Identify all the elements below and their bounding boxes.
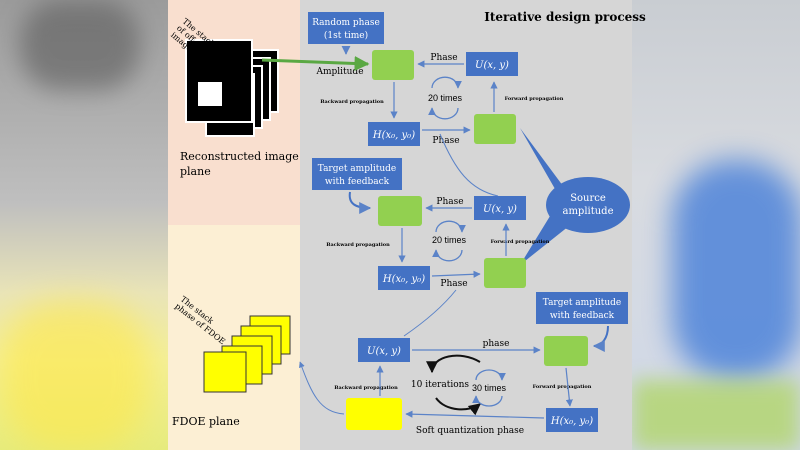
h-box-s3-label: H(x₀, y₀) [550, 416, 593, 427]
arrow [348, 191, 372, 214]
arrow [405, 410, 545, 419]
h-box-s2-label: H(x₀, y₀) [382, 274, 425, 285]
background-blob [20, 0, 140, 90]
backward-label-s1: Backward propagation [320, 99, 384, 105]
connector [403, 289, 457, 337]
background-left [0, 0, 168, 450]
u-box-s1-label: U(x, y) [475, 60, 509, 71]
target-label-s2-2: with feedback [325, 177, 390, 187]
target-amplitude-box-s2 [312, 158, 402, 190]
soft-quantization-label: Soft quantization phase [416, 426, 524, 436]
amplitude-label: Amplitude [315, 67, 363, 77]
outer-cycle-arrow [426, 354, 481, 374]
source-amplitude-ellipse [546, 177, 630, 233]
target-label-s3-2: with feedback [550, 311, 615, 321]
arrow [431, 270, 481, 278]
phase-label-s2-top: Phase [436, 197, 463, 207]
background-right [632, 0, 800, 450]
target-amplitude-box-s3 [536, 292, 628, 324]
stack-fdoe-label: The stack phase of FDOE [173, 294, 232, 346]
target-label-s3: Target amplitude [543, 298, 621, 308]
green-box-s1-top [372, 50, 414, 80]
u-box-s1 [466, 52, 518, 76]
forward-label-s3: Forward propagation [533, 384, 592, 390]
connector [439, 133, 499, 197]
h-box-s1 [368, 122, 420, 146]
soft-quantization-box [346, 398, 402, 430]
u-box-s3-label: U(x, y) [367, 346, 401, 357]
source-label: Source [570, 193, 606, 204]
iterations-outer: 10 iterations [411, 380, 470, 390]
source-pointer [520, 128, 574, 265]
off-axis-image-stack [185, 39, 279, 137]
green-arrow [261, 55, 370, 71]
fdoe-phase-stack [203, 315, 291, 393]
u-box-s2-label: U(x, y) [483, 204, 517, 215]
phase-label-s2-bottom: Phase [440, 279, 467, 289]
diagram-title: Iterative design process [484, 10, 646, 24]
arrow [592, 325, 609, 352]
phase-label-s3: phase [483, 339, 510, 349]
iterations-s1: 20 times [428, 93, 463, 103]
forward-label-s2: Forward propagation [491, 239, 550, 245]
iterations-inner: 30 times [472, 383, 507, 393]
reconstructed-plane-label-2: plane [180, 165, 211, 178]
h-box-s3 [546, 408, 598, 432]
h-box-s1-label: H(x₀, y₀) [372, 130, 415, 141]
cycle-arrow [428, 107, 459, 120]
outer-cycle-arrow [435, 397, 481, 416]
background-blob [672, 160, 800, 380]
u-box-s2 [474, 196, 526, 220]
cycle-arrow [435, 220, 466, 233]
phase-label-s1-top: Phase [430, 53, 457, 63]
backward-label-s3: Backward propagation [334, 385, 398, 391]
cycle-arrow [472, 395, 503, 407]
u-box-s3 [358, 338, 410, 362]
background-blob [632, 380, 800, 450]
random-phase-label-2: (1st time) [324, 30, 368, 41]
background-blob [0, 300, 150, 450]
bright-spot [198, 82, 222, 106]
phase-label-s1-bottom: Phase [432, 136, 459, 146]
random-phase-box [308, 12, 384, 44]
green-box-s1-bottom [474, 114, 516, 144]
arrow [565, 367, 573, 407]
reconstructed-plane-label: Reconstructed image [180, 150, 299, 163]
target-label-s2: Target amplitude [318, 164, 396, 174]
green-box-s2-bottom [484, 258, 526, 288]
fdoe-plane-label: FDOE plane [172, 415, 240, 428]
connector [299, 361, 345, 415]
green-box-s2-top [378, 196, 422, 226]
random-phase-label: Random phase [312, 18, 380, 28]
iterations-s2: 20 times [432, 235, 467, 245]
backward-label-s2: Backward propagation [326, 242, 390, 248]
green-box-s3 [544, 336, 588, 366]
source-label-2: amplitude [562, 206, 613, 217]
forward-label-s1: Forward propagation [505, 96, 564, 102]
cycle-arrow [431, 76, 462, 89]
cycle-arrow [475, 369, 506, 381]
h-box-s2 [378, 266, 430, 290]
cycle-arrow [432, 249, 463, 262]
